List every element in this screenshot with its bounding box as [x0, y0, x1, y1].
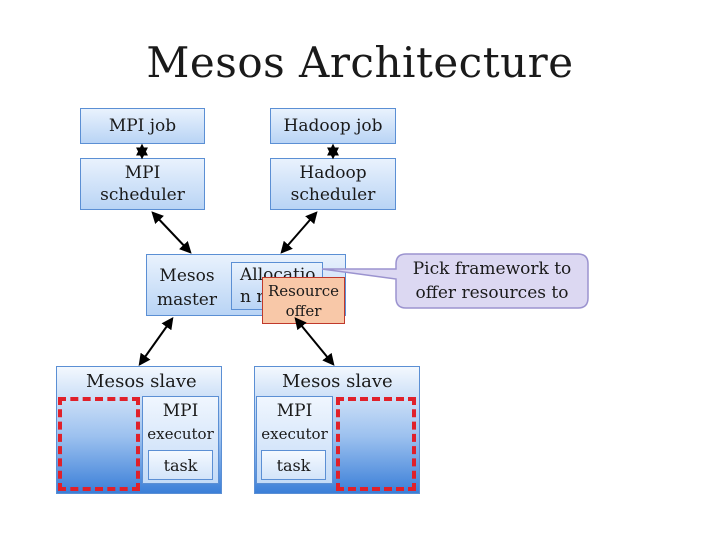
free-resources-right [336, 397, 416, 491]
mesos-master-label: Mesos master [148, 264, 226, 312]
callout-bubble [321, 253, 589, 309]
mpi-scheduler-label-line1: MPI [124, 163, 161, 183]
mpi-job-box: MPI job [80, 108, 205, 144]
hadoop-scheduler-label-line1: Hadoop [299, 163, 367, 183]
resource-offer-label-line2: offer [285, 302, 322, 320]
diagram-title: Mesos Architecture [146, 38, 574, 87]
mesos-master-label-line1: Mesos [159, 266, 215, 286]
hadoop-job-label: Hadoop job [283, 116, 383, 136]
mesos-master-label-line2: master [157, 290, 217, 310]
hadoop-scheduler-box: Hadoop scheduler [270, 158, 396, 210]
arrow-mpi-scheduler-master [151, 211, 192, 254]
callout-text: Pick framework to offer resources to [396, 257, 588, 305]
resource-offer-label-line1: Resource [267, 282, 339, 300]
task-left: task [148, 450, 213, 480]
arrow-master-slave-right [294, 317, 335, 366]
mpi-executor-left-line1: MPI [162, 401, 199, 421]
mpi-executor-left-line2: executor [147, 425, 214, 443]
mpi-scheduler-label-line2: scheduler [100, 185, 185, 205]
mesos-slave-right-label: Mesos slave [282, 371, 393, 392]
mpi-executor-right-line2: executor [261, 425, 328, 443]
hadoop-job-box: Hadoop job [270, 108, 396, 144]
mpi-executor-right-line1: MPI [276, 401, 313, 421]
mesos-slave-left-label: Mesos slave [86, 371, 197, 392]
task-right: task [261, 450, 326, 480]
arrow-master-slave-left [138, 317, 174, 366]
mpi-job-label: MPI job [108, 116, 177, 136]
hadoop-scheduler-label-line2: scheduler [290, 185, 376, 205]
arrow-hadoop-scheduler-master [280, 211, 318, 254]
callout-text-line2: offer resources to [415, 283, 569, 303]
free-resources-left [58, 397, 140, 491]
callout-text-line1: Pick framework to [412, 259, 572, 279]
